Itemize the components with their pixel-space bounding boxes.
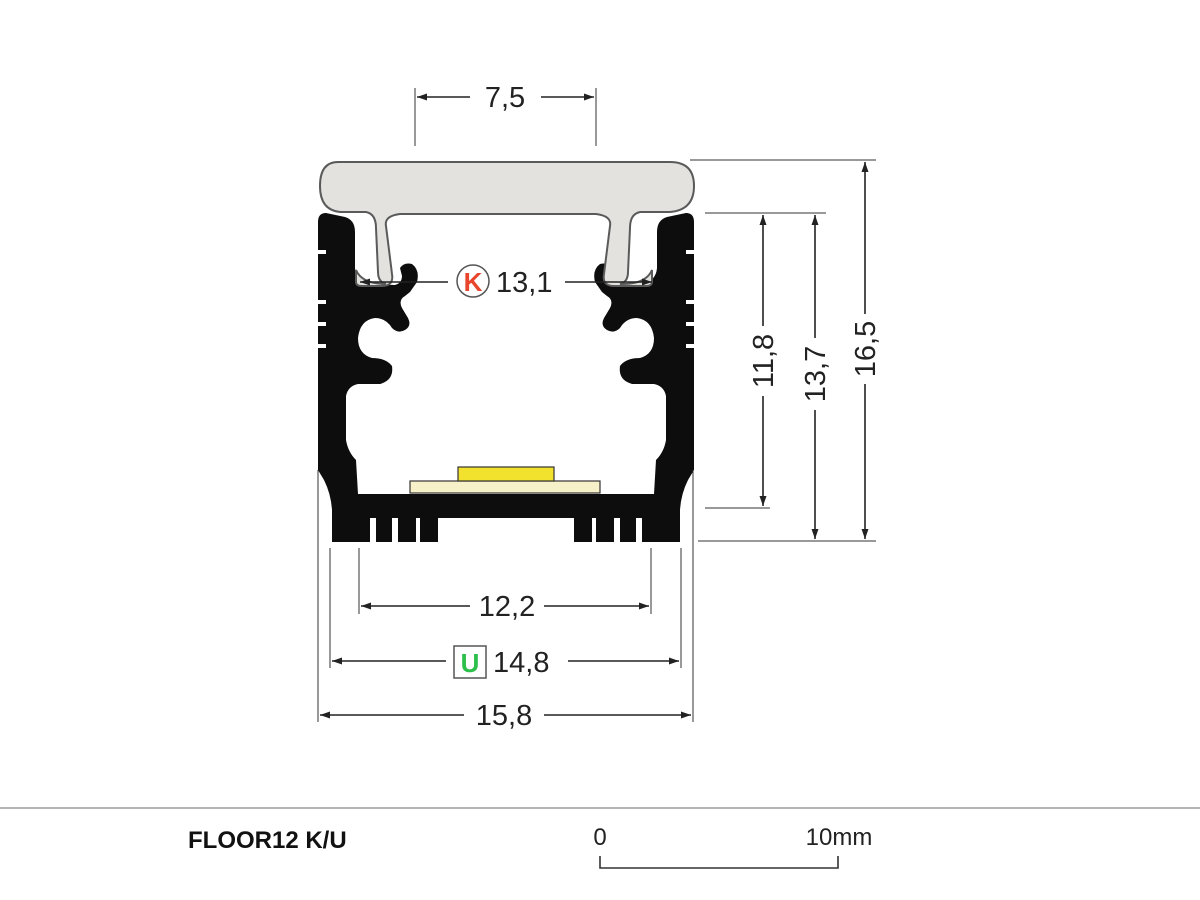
dim-height-a: 11,8: [748, 334, 780, 388]
aluminium-profile: [318, 213, 694, 542]
profile-right-wall: [566, 213, 694, 542]
diffuser-cover: [318, 161, 696, 287]
profile-fins: [318, 250, 694, 348]
dim-cover-width: 7,5: [485, 82, 525, 114]
product-name: FLOOR12 K/U: [188, 827, 347, 854]
dimension-lines: [320, 93, 869, 719]
dim-u-width: 14,8: [493, 647, 549, 679]
k-badge: K: [456, 264, 490, 298]
profile-inner-channel: [370, 388, 640, 490]
dim-bottom-inner: 12,2: [479, 591, 535, 623]
dim-total-width: 15,8: [476, 700, 532, 732]
scale-bar-end: 10mm: [806, 824, 873, 851]
scale-bar-line: [599, 856, 839, 869]
scale-bar-start: 0: [593, 824, 606, 851]
led-chip: [457, 466, 555, 482]
led-strip: [409, 480, 601, 494]
dim-inner-k: 13,1: [496, 267, 552, 299]
dim-height-b: 13,7: [800, 346, 832, 402]
k-badge-label: K: [464, 267, 483, 297]
u-badge-label: U: [461, 648, 480, 678]
dim-height-c: 16,5: [850, 321, 882, 377]
profile-bottom-base: [355, 494, 657, 518]
profile-left-wall: [318, 213, 446, 542]
u-badge: U: [453, 645, 487, 679]
scale-bar: 0 10mm: [593, 824, 873, 869]
extension-lines: [317, 88, 876, 722]
